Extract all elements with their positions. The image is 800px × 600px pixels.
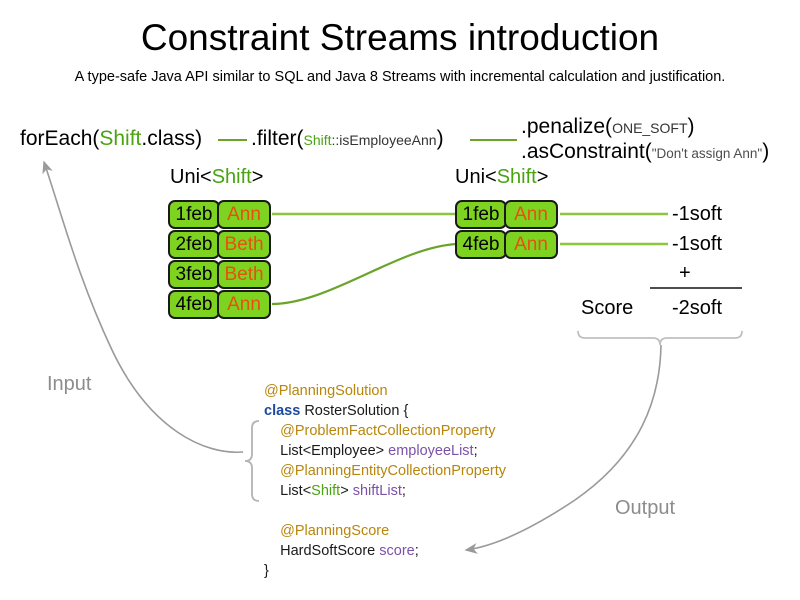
tuple-left-1[interactable]: 2feb Beth — [168, 230, 271, 259]
code-line-1: class RosterSolution { — [264, 401, 506, 421]
code-token-plain: RosterSolution { — [300, 403, 409, 419]
penalty-value-2: -1soft — [672, 233, 723, 255]
tuple-date: 4feb — [168, 290, 220, 319]
as-constraint-suffix: ) — [762, 140, 770, 163]
as-constraint-arg: "Don't assign Ann" — [651, 146, 763, 161]
tuple-left-3[interactable]: 4feb Ann — [168, 290, 271, 319]
tuple-right-0[interactable]: 1feb Ann — [455, 200, 558, 229]
filter-suffix: ) — [436, 127, 444, 150]
code-token-plain: ; — [401, 483, 406, 499]
score-sum-operator: + — [679, 262, 691, 284]
uni-right-type: Shift — [496, 166, 537, 188]
as-constraint-prefix: .asConstraint( — [521, 140, 652, 163]
uni-left-type: Shift — [211, 166, 252, 188]
input-label: Input — [47, 373, 92, 395]
uni-left-prefix: Uni< — [170, 166, 212, 188]
code-token-kw: class — [264, 403, 301, 419]
code-indent — [264, 523, 280, 539]
code-token-plain: List<Employee> — [280, 443, 389, 459]
code-indent — [264, 463, 280, 479]
penalty-value-1: -1soft — [672, 203, 723, 225]
code-token-field: score — [379, 543, 415, 559]
code-indent — [264, 423, 280, 439]
filter-type: Shift — [303, 132, 332, 148]
penalize-suffix: ) — [687, 115, 695, 138]
tuple-date: 4feb — [455, 230, 507, 259]
code-line-6 — [264, 501, 506, 521]
filter-prefix: .filter( — [251, 127, 304, 150]
code-line-9: } — [264, 561, 506, 581]
code-line-5: List<Shift> shiftList; — [264, 481, 506, 501]
tuple-employee: Ann — [217, 290, 271, 319]
uni-right-prefix: Uni< — [455, 166, 497, 188]
score-label: Score — [581, 297, 634, 319]
code-indent — [264, 483, 280, 499]
code-token-field: shiftList — [352, 483, 402, 499]
stream-caption-left: Uni<Shift> — [170, 165, 263, 189]
tuple-left-0[interactable]: 1feb Ann — [168, 200, 271, 229]
output-label: Output — [615, 497, 676, 519]
expression-filter: .filter(Shift::isEmployeeAnn) — [251, 126, 444, 153]
code-token-ann: @PlanningSolution — [264, 383, 388, 399]
code-token-field: employeeList — [388, 443, 474, 459]
tuple-right-1[interactable]: 4feb Ann — [455, 230, 558, 259]
code-line-2: @ProblemFactCollectionProperty — [264, 421, 506, 441]
uni-right-suffix: > — [536, 166, 549, 188]
tuple-employee: Ann — [504, 230, 558, 259]
fields-brace — [244, 420, 260, 502]
code-token-plain: List< — [280, 483, 312, 499]
code-token-plain: HardSoftScore — [280, 543, 380, 559]
code-token-ann: @PlanningScore — [280, 523, 390, 539]
tuple-date: 1feb — [455, 200, 507, 229]
tuple-employee: Beth — [217, 230, 271, 259]
code-line-4: @PlanningEntityCollectionProperty — [264, 461, 506, 481]
page-subtitle: A type-safe Java API similar to SQL and … — [74, 69, 726, 85]
stream-caption-right: Uni<Shift> — [455, 165, 548, 189]
score-total-value: -2soft — [672, 297, 723, 319]
penalize-arg: ONE_SOFT — [612, 120, 688, 136]
expression-penalize: .penalize(ONE_SOFT) — [521, 114, 695, 141]
code-line-0: @PlanningSolution — [264, 381, 506, 401]
foreach-prefix: forEach( — [20, 127, 100, 150]
tuple-date: 2feb — [168, 230, 220, 259]
expression-foreach: forEach(Shift.class) — [20, 126, 202, 152]
code-token-plain: ; — [414, 543, 419, 559]
code-token-type: Shift — [311, 483, 341, 499]
tuple-employee: Beth — [217, 260, 271, 289]
expression-as-constraint: .asConstraint("Don't assign Ann") — [521, 139, 769, 167]
tuple-employee: Ann — [217, 200, 271, 229]
code-line-8: HardSoftScore score; — [264, 541, 506, 561]
tuple-date: 1feb — [168, 200, 220, 229]
code-token-ann: @PlanningEntityCollectionProperty — [280, 463, 507, 479]
uni-left-suffix: > — [251, 166, 264, 188]
code-line-3: List<Employee> employeeList; — [264, 441, 506, 461]
penalize-prefix: .penalize( — [521, 115, 613, 138]
code-indent — [264, 443, 280, 459]
code-token-plain: > — [340, 483, 353, 499]
code-line-7: @PlanningScore — [264, 521, 506, 541]
tuple-left-2[interactable]: 3feb Beth — [168, 260, 271, 289]
foreach-type: Shift — [99, 127, 142, 150]
code-token-plain: } — [264, 563, 269, 579]
page-title: Constraint Streams introduction — [140, 17, 660, 58]
score-brace — [577, 330, 743, 346]
tuple-employee: Ann — [504, 200, 558, 229]
code-token-plain: ; — [473, 443, 478, 459]
tuple-date: 3feb — [168, 260, 220, 289]
match-wire-4feb — [271, 242, 459, 306]
filter-method: ::isEmployeeAnn — [331, 132, 437, 148]
code-token-ann: @ProblemFactCollectionProperty — [280, 423, 496, 439]
foreach-suffix: .class) — [141, 127, 203, 150]
code-indent — [264, 543, 280, 559]
